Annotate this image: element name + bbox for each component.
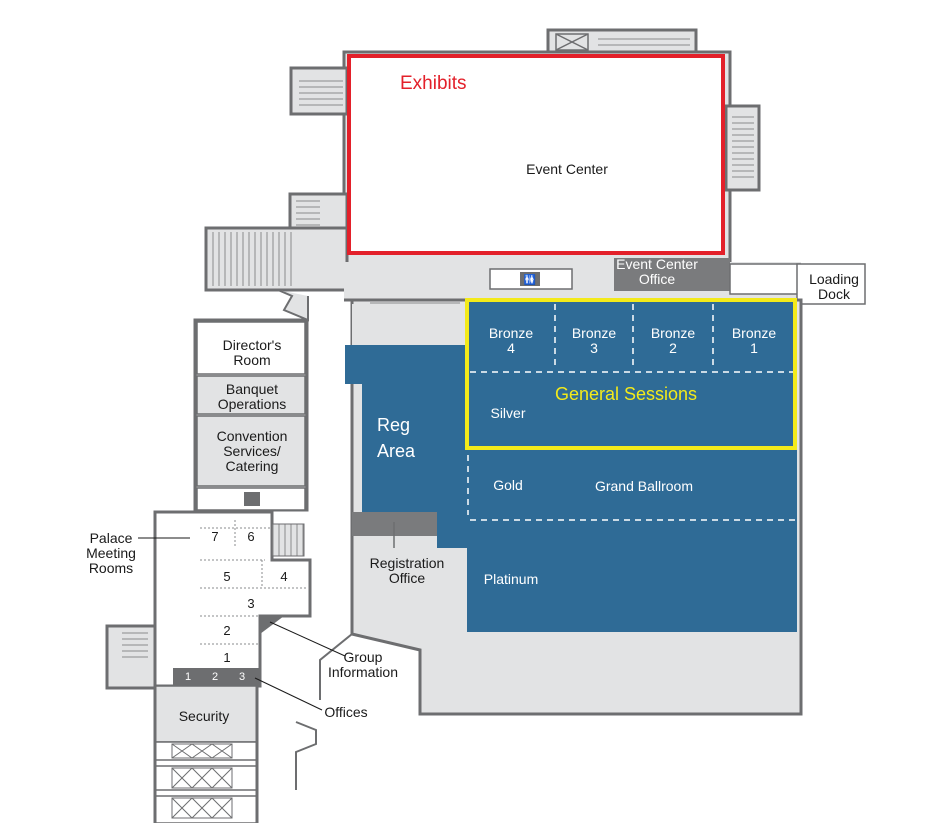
palace-room-5[interactable]: 5 <box>223 569 231 584</box>
general-sessions-label: General Sessions <box>554 384 698 404</box>
palace-room-7[interactable]: 7 <box>211 529 219 544</box>
palace-room-4[interactable]: 4 <box>280 569 288 584</box>
office-3[interactable]: 3 <box>238 671 246 683</box>
ballroom-building <box>344 298 803 716</box>
grand-ballroom-label: Grand Ballroom <box>594 478 694 494</box>
event-center-label: Event Center <box>526 161 608 177</box>
bronze-4-label[interactable]: Bronze 4 <box>488 325 534 356</box>
directors-room-label[interactable]: Director's Room <box>222 337 282 368</box>
bronze-1-label[interactable]: Bronze 1 <box>731 325 777 356</box>
restroom-icon <box>244 492 260 506</box>
svg-text:🚻: 🚻 <box>524 273 536 286</box>
general-sessions-highlight[interactable] <box>465 298 797 450</box>
reg-area-label[interactable]: Reg Area <box>377 415 416 461</box>
office-1[interactable]: 1 <box>184 671 192 683</box>
platinum-label[interactable]: Platinum <box>483 571 539 587</box>
exhibits-highlight[interactable] <box>347 54 725 255</box>
elevator-row <box>154 795 258 823</box>
elevator-row <box>154 741 258 761</box>
exhibits-label: Exhibits <box>400 73 467 94</box>
security-label[interactable]: Security <box>178 708 230 724</box>
banquet-operations-label[interactable]: Banquet Operations <box>217 381 287 412</box>
event-center-office-label: Event Center Office <box>616 256 698 287</box>
loading-dock-label[interactable]: Loading Dock <box>809 271 859 302</box>
palace-meeting-rooms-label: Palace Meeting Rooms <box>86 530 136 576</box>
grand-ballroom-area[interactable] <box>345 300 797 632</box>
elevator-box-top <box>555 33 589 51</box>
restroom-icon <box>520 272 540 286</box>
left-wing <box>105 289 353 823</box>
palace-room-6[interactable]: 6 <box>247 529 255 544</box>
silver-label[interactable]: Silver <box>490 405 526 421</box>
bronze-2-label[interactable]: Bronze 2 <box>650 325 696 356</box>
gold-label[interactable]: Gold <box>493 477 523 493</box>
palace-room-1[interactable]: 1 <box>223 650 231 665</box>
bronze-3-label[interactable]: Bronze 3 <box>571 325 617 356</box>
palace-room-3[interactable]: 3 <box>247 596 255 611</box>
convention-services-label[interactable]: Convention Services/ Catering <box>216 428 288 474</box>
palace-room-2[interactable]: 2 <box>223 623 231 638</box>
office-2[interactable]: 2 <box>211 671 219 683</box>
offices-label[interactable]: Offices <box>324 704 368 720</box>
elevator-row <box>154 765 258 791</box>
group-information-label[interactable]: Group Information <box>327 649 399 680</box>
registration-office-label[interactable]: Registration Office <box>369 555 445 586</box>
